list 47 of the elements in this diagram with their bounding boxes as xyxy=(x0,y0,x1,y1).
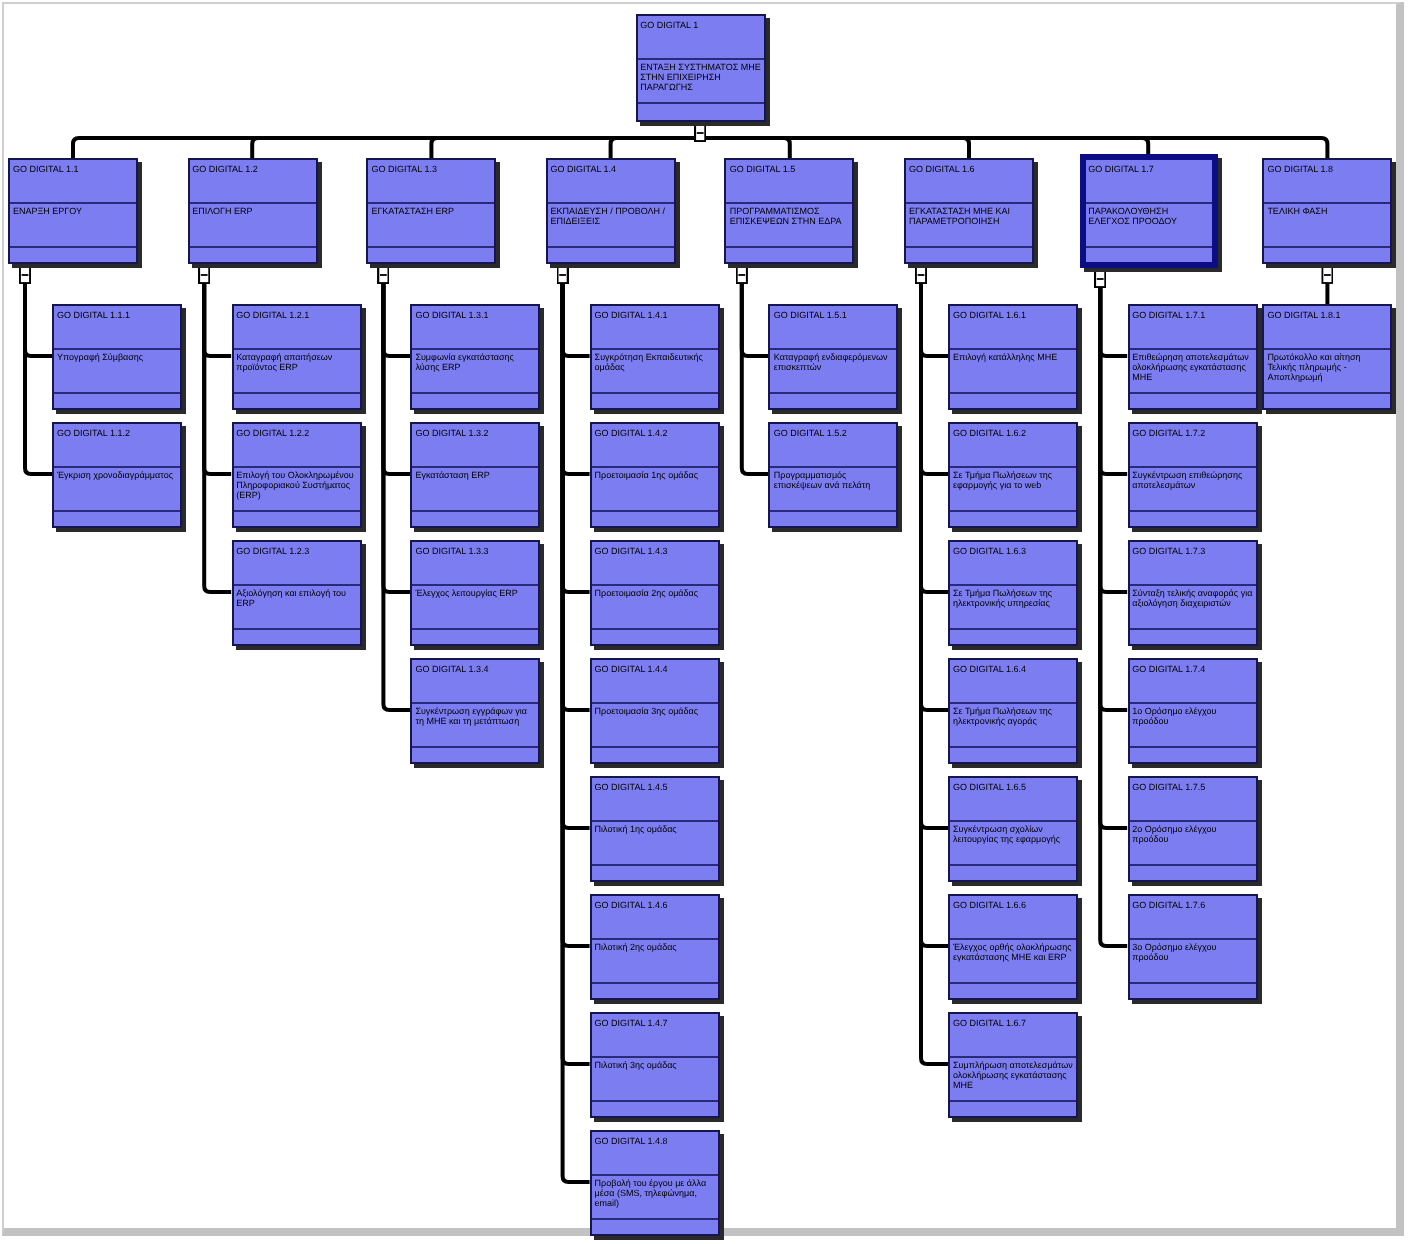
wbs-box xyxy=(1127,540,1258,646)
wbs-box xyxy=(948,1012,1078,1118)
wbs-box xyxy=(635,14,766,122)
wbs-box xyxy=(948,894,1078,1000)
wbs-box xyxy=(231,540,362,646)
wbs-box xyxy=(948,422,1078,528)
connector-line xyxy=(198,264,232,594)
wbs-box xyxy=(366,158,497,264)
wbs-box xyxy=(410,658,541,764)
wbs-box xyxy=(8,158,138,264)
wbs-box xyxy=(410,422,541,528)
connector-line xyxy=(377,264,411,712)
wbs-box xyxy=(589,540,720,646)
wbs-box xyxy=(948,540,1078,646)
wbs-box xyxy=(589,1130,720,1236)
wbs-box xyxy=(1262,158,1393,264)
wbs-box xyxy=(231,304,362,410)
wbs-box xyxy=(589,894,720,1000)
wbs-box xyxy=(231,422,362,528)
wbs-box xyxy=(1127,304,1258,410)
wbs-box xyxy=(724,158,855,264)
wbs-box xyxy=(1127,658,1258,764)
wbs-box xyxy=(589,304,720,410)
wbs-box xyxy=(1127,894,1258,1000)
wbs-box xyxy=(768,304,899,410)
wbs-box xyxy=(1127,776,1258,882)
wbs-box xyxy=(589,422,720,528)
wbs-box xyxy=(1079,154,1218,268)
wbs-box xyxy=(768,422,899,528)
wbs-box xyxy=(1127,422,1258,528)
wbs-box xyxy=(904,158,1034,264)
wbs-box xyxy=(589,658,720,764)
wbs-box xyxy=(1262,304,1393,410)
wbs-box xyxy=(52,304,182,410)
wbs-box xyxy=(545,158,676,264)
wbs-box xyxy=(589,776,720,882)
wbs-box xyxy=(948,776,1078,882)
connector-line xyxy=(1321,264,1334,304)
connector-line xyxy=(735,264,769,476)
wbs-box xyxy=(948,658,1078,764)
wbs-box xyxy=(410,540,541,646)
wbs-box xyxy=(948,304,1078,410)
wbs-box xyxy=(589,1012,720,1118)
connector-line xyxy=(19,264,52,476)
wbs-box xyxy=(410,304,541,410)
wbs-box xyxy=(187,158,318,264)
wbs-box xyxy=(52,422,182,528)
